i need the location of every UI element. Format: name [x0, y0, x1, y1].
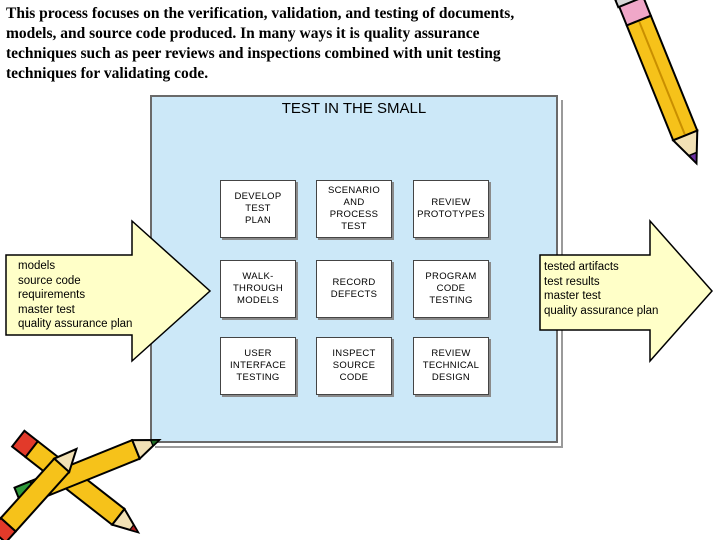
- activity-box-review-prototypes: REVIEW PROTOTYPES: [413, 180, 489, 238]
- intro-line: This process focuses on the verification…: [6, 5, 515, 22]
- input-list: models source code requirements master t…: [18, 259, 132, 332]
- activity-box-program-code-testing: PROGRAM CODE TESTING: [413, 260, 489, 318]
- output-item: master test: [544, 290, 601, 302]
- input-item: models: [18, 260, 56, 272]
- output-item: tested artifacts: [544, 261, 619, 273]
- intro-line: techniques for validating code.: [6, 65, 209, 82]
- intro-line: models, and source code produced. In man…: [6, 25, 480, 42]
- input-item: master test: [18, 303, 75, 316]
- intro-line: techniques such as peer reviews and insp…: [6, 45, 501, 62]
- activity-box-user-interface-testing: USER INTERFACE TESTING: [220, 337, 296, 395]
- input-item: source code: [18, 274, 81, 287]
- intro-paragraph: This process focuses on the verification…: [6, 4, 606, 84]
- panel-title: TEST IN THE SMALL: [281, 100, 427, 117]
- input-item: quality assurance plan: [18, 318, 133, 330]
- activity-box-record-defects: RECORD DEFECTS: [316, 260, 392, 318]
- input-item: requirements: [18, 289, 86, 301]
- output-item: quality assurance plan: [544, 304, 659, 317]
- activity-box-scenario-process-test: SCENARIO AND PROCESS TEST: [316, 180, 392, 238]
- activity-box-develop-test-plan: DEVELOP TEST PLAN: [220, 180, 296, 238]
- activity-box-inspect-source-code: INSPECT SOURCE CODE: [316, 337, 392, 395]
- activity-box-review-technical-design: REVIEW TECHNICAL DESIGN: [413, 337, 489, 395]
- activity-box-walkthrough-models: WALK- THROUGH MODELS: [220, 260, 296, 318]
- output-list: tested artifacts test results master tes…: [544, 260, 658, 318]
- output-item: test results: [544, 275, 600, 288]
